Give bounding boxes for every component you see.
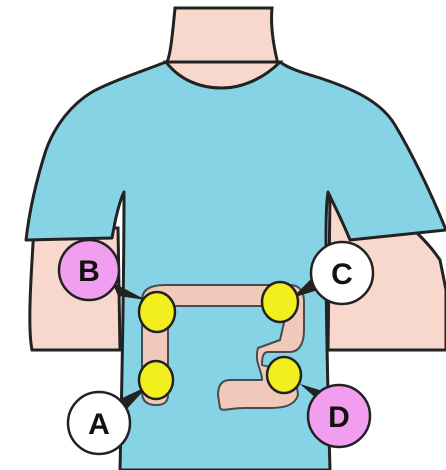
- callout-a: A: [68, 392, 130, 454]
- callout-b: B: [59, 240, 119, 300]
- point-d-dot: [267, 357, 301, 393]
- callout-a-label: A: [88, 408, 110, 441]
- point-a-dot: [139, 361, 173, 399]
- callout-c-label: C: [331, 258, 353, 291]
- callout-c: C: [311, 242, 373, 304]
- callout-d-label: D: [328, 401, 350, 434]
- neck-skin: [166, 8, 278, 64]
- point-b-dot: [139, 292, 175, 332]
- point-c-dot: [262, 282, 298, 322]
- callout-b-label: B: [78, 255, 100, 288]
- callout-d: D: [308, 385, 370, 447]
